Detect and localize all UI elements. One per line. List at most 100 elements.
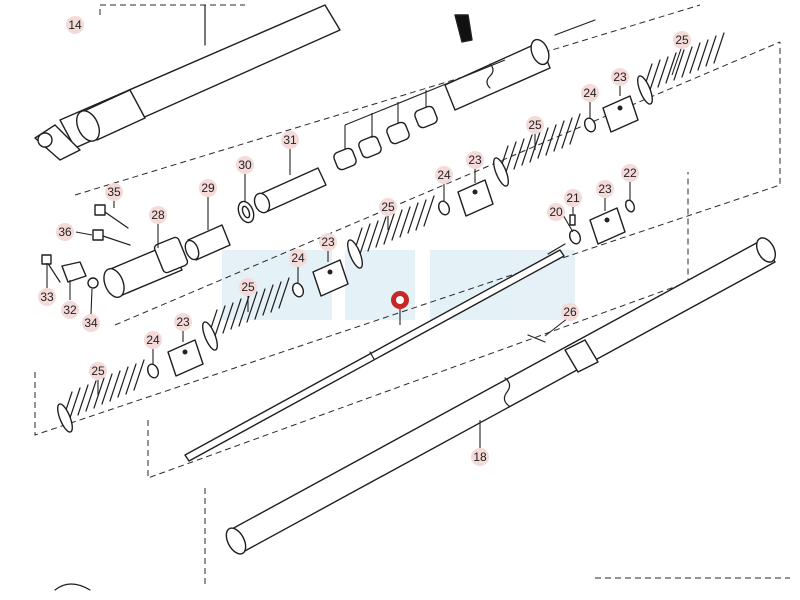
clip-22 — [624, 199, 636, 213]
coupler-body — [167, 339, 204, 377]
coupler-23d — [312, 259, 349, 297]
bushing — [333, 147, 357, 171]
svg-text:22: 22 — [623, 166, 637, 180]
bushing — [358, 135, 382, 159]
spring-end — [493, 157, 509, 187]
collar-24c — [291, 282, 305, 298]
coupler-23e — [167, 339, 204, 377]
callouts: 14 25 23 24 31 30 29 25 23 24 22 21 20 2… — [38, 16, 691, 466]
callout-35: 35 — [105, 183, 123, 201]
callout-30: 30 — [236, 156, 254, 174]
svg-text:29: 29 — [201, 181, 215, 195]
clamp-ring — [75, 110, 101, 142]
coupler-hole — [617, 105, 623, 111]
callout-24: 24 — [289, 249, 307, 267]
callout-33: 33 — [38, 288, 56, 306]
coupler-23b — [457, 179, 494, 217]
partial-ring — [54, 583, 91, 591]
svg-text:28: 28 — [151, 208, 165, 222]
coupler-body — [457, 179, 494, 217]
bushing-row — [333, 59, 506, 171]
callout-24: 24 — [435, 166, 453, 184]
shaft-spline — [547, 243, 566, 255]
svg-text:34: 34 — [84, 316, 98, 330]
svg-text:14: 14 — [68, 18, 82, 32]
group-borders — [34, 4, 790, 585]
coupler-body — [312, 259, 349, 297]
tube-break-mark — [503, 377, 511, 407]
clamp-assembly-part-28 — [103, 236, 189, 299]
callout-23: 23 — [611, 68, 629, 86]
svg-text:25: 25 — [528, 118, 542, 132]
spring-25a — [637, 32, 725, 105]
drive-shaft-rod — [184, 249, 565, 462]
callout-31: 31 — [281, 131, 299, 149]
bolt-33-shank — [46, 261, 61, 283]
coupler-23a — [602, 95, 639, 133]
leader-line — [562, 214, 574, 233]
svg-text:24: 24 — [291, 251, 305, 265]
callout-21: 21 — [564, 189, 582, 207]
callout-25: 25 — [526, 116, 544, 134]
shaft-mark — [369, 351, 375, 360]
spring-25e — [57, 359, 145, 433]
svg-text:24: 24 — [437, 168, 451, 182]
svg-text:23: 23 — [176, 315, 190, 329]
main-tube-part-18 — [225, 237, 777, 555]
svg-text:31: 31 — [283, 133, 297, 147]
spring-25b — [493, 113, 581, 187]
nut-part-32 — [61, 261, 87, 283]
bolt-36-shank — [99, 234, 131, 246]
leader-line — [544, 317, 569, 337]
spring-sets — [57, 32, 725, 433]
bolt-36-head — [92, 229, 104, 241]
callout-26: 26 — [561, 303, 579, 321]
leader-lines — [46, 45, 683, 448]
screw-26 — [527, 334, 546, 343]
tube-31-end — [253, 192, 271, 214]
dashed-border — [34, 42, 781, 436]
svg-text:33: 33 — [40, 290, 54, 304]
tube-break-mark — [486, 63, 494, 89]
clamp-28-end — [103, 267, 125, 299]
watermark-block — [222, 250, 332, 320]
spring-end — [202, 321, 218, 351]
spring-end — [637, 75, 653, 105]
callout-22: 22 — [621, 164, 639, 182]
svg-text:36: 36 — [58, 225, 72, 239]
svg-text:23: 23 — [468, 153, 482, 167]
callout-24: 24 — [144, 331, 162, 349]
collar-24a — [583, 117, 597, 133]
leader-line — [75, 231, 93, 236]
callout-25: 25 — [673, 31, 691, 49]
tube-part-31 — [253, 167, 327, 214]
coupler-hole — [604, 217, 610, 223]
spring-coils — [206, 277, 290, 341]
sleeve-29-end — [184, 239, 200, 261]
dashed-border — [99, 4, 245, 15]
svg-text:32: 32 — [63, 303, 77, 317]
spring-coils — [61, 359, 145, 423]
collar-20 — [568, 229, 582, 245]
callout-34: 34 — [82, 314, 100, 332]
pin-21 — [569, 214, 576, 226]
leader-line — [90, 288, 93, 315]
svg-text:23: 23 — [598, 182, 612, 196]
svg-text:23: 23 — [321, 235, 335, 249]
callout-20: 20 — [547, 203, 565, 221]
svg-text:25: 25 — [381, 200, 395, 214]
bushing — [386, 121, 410, 145]
tube-body — [444, 41, 551, 111]
dashed-border — [147, 172, 689, 479]
dashed-border — [114, 41, 781, 326]
callout-23: 23 — [319, 233, 337, 251]
spring-25d — [202, 277, 290, 351]
svg-text:20: 20 — [549, 205, 563, 219]
tube-18-end — [225, 527, 247, 555]
coupler-hole — [182, 349, 188, 355]
callout-25: 25 — [89, 362, 107, 380]
callout-23: 23 — [174, 313, 192, 331]
spring-coils — [351, 195, 435, 259]
shaft-assembly-part-14 — [34, 4, 596, 161]
drive-shaft — [184, 243, 566, 462]
